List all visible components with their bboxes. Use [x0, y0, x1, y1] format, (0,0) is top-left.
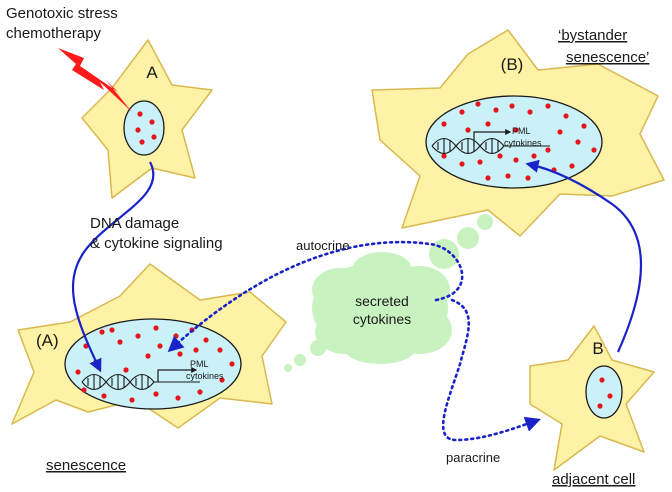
cell-b-bottom: B	[529, 325, 655, 471]
cytokine-cloud	[284, 214, 493, 372]
transcription-arrow-a	[157, 367, 198, 382]
dna-helix-b	[431, 137, 550, 155]
paracrine-label: paracrine	[446, 450, 500, 465]
bystander-label-line2: senescence’	[566, 49, 649, 66]
cell-b-top-label: (B)	[501, 55, 524, 74]
dots-b-bottom	[597, 377, 613, 409]
lightning-icon	[58, 48, 132, 112]
cell-b-top: PML cytokines (B)	[371, 29, 665, 237]
senescence-label: senescence	[46, 457, 126, 474]
cytokines-label-a: cytokines	[186, 371, 224, 381]
bystander-arrow	[525, 159, 643, 353]
cytokines-label-b: cytokines	[504, 138, 542, 148]
autocrine-arrow	[167, 240, 464, 353]
adjacent-cell-label: adjacent cell	[552, 471, 635, 488]
bystander-label-line1: ‘bystander	[558, 27, 627, 44]
cell-a-bottom: PML cytokines (A)	[11, 263, 287, 429]
dna-damage-arrow	[71, 161, 155, 373]
nucleus-a-top	[123, 100, 165, 156]
stress-title-line1: Genotoxic stress	[6, 5, 118, 22]
dots-a-bottom	[75, 325, 235, 403]
dots-b-top	[441, 101, 597, 181]
paracrine-arrow	[441, 298, 541, 442]
signal-label-line1: DNA damage	[90, 215, 179, 232]
stress-title-line2: chemotherapy	[6, 25, 102, 42]
cell-a-top-label: A	[146, 63, 158, 82]
cell-a-top: A	[81, 39, 213, 199]
nucleus-a-bottom	[64, 318, 242, 410]
dots-a-top	[135, 111, 157, 145]
pml-label-a: PML	[190, 359, 209, 369]
cell-a-bottom-label: (A)	[36, 331, 59, 350]
cell-b-bottom-label: B	[592, 339, 603, 358]
autocrine-label: autocrine	[296, 238, 349, 253]
dna-helix-a	[81, 373, 200, 391]
signal-label-line2: & cytokine signaling	[90, 235, 223, 252]
transcription-arrow-b	[473, 129, 512, 146]
pml-label-b: PML	[512, 126, 531, 136]
nucleus-b-top	[425, 95, 603, 189]
nucleus-b-bottom	[585, 365, 623, 419]
cloud-label-line2: cytokines	[353, 311, 411, 327]
cloud-label-line1: secreted	[355, 293, 409, 309]
